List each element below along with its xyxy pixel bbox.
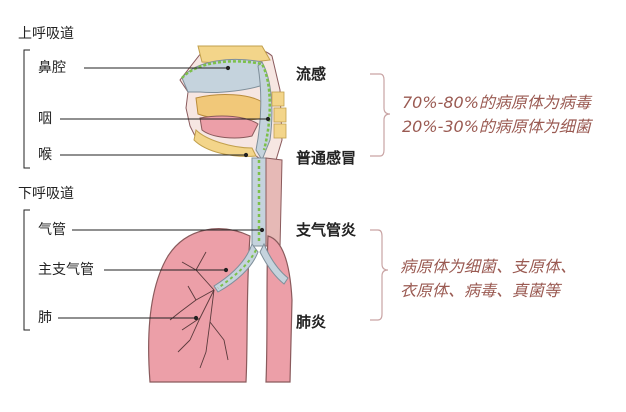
note-upper-line2: 20%-30%的病原体为细菌 [402, 117, 591, 136]
disease-pneumonia: 肺炎 [296, 313, 327, 331]
label-larynx: 喉 [38, 147, 52, 163]
label-nasal-cavity: 鼻腔 [38, 60, 66, 76]
label-lung: 肺 [38, 310, 52, 326]
label-trachea: 气管 [38, 222, 66, 238]
note-upper-line1: 70%-80%的病原体为病毒 [402, 93, 591, 112]
disease-bronchitis: 支气管炎 [296, 221, 357, 239]
disease-common-cold: 普通感冒 [296, 149, 357, 167]
label-main-bronchus: 主支气管 [38, 262, 94, 278]
label-pharynx: 咽 [38, 111, 52, 127]
lower-tract-title: 下呼吸道 [18, 186, 74, 202]
trachea [251, 157, 283, 249]
disease-flu: 流感 [296, 65, 327, 83]
right-brackets [370, 73, 391, 321]
leader-lines [58, 65, 271, 321]
lungs [147, 228, 293, 383]
upper-tract-title: 上呼吸道 [18, 26, 74, 42]
left-lung-shape [147, 228, 251, 383]
note-lower-line2: 衣原体、病毒、真菌等 [400, 281, 561, 300]
left-brackets [23, 49, 30, 331]
head-region [179, 45, 287, 162]
note-lower-line1: 病原体为细菌、支原体、 [400, 257, 577, 276]
